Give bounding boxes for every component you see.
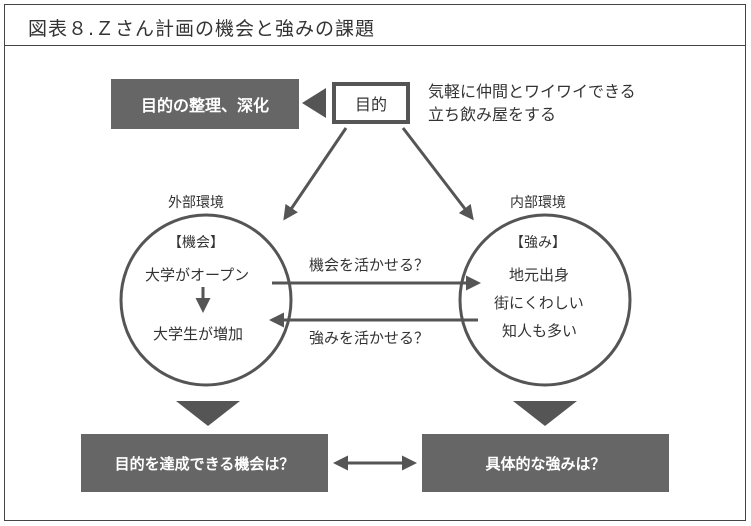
goal-description-line2: 立ち飲み屋をする <box>428 105 557 124</box>
internal-item-3: 知人も多い <box>502 322 578 340</box>
external-down-triangle <box>176 401 240 426</box>
internal-label: 内部環境 <box>510 195 566 211</box>
goal-to-internal-arrow <box>401 127 474 221</box>
internal-circle <box>458 213 632 387</box>
internal-heading: 【強み】 <box>510 235 566 251</box>
specific-strength-box: 具体的な強みは？ <box>422 434 669 492</box>
organize-goal-box: 目的の整理、深化 <box>111 79 299 129</box>
external-item-2: 大学生が増加 <box>153 325 244 343</box>
title-bar: 図表８.Ｚさん計画の機会と強みの課題 <box>4 4 746 46</box>
external-label: 外部環境 <box>168 195 224 211</box>
strength-question: 強みを活かせる？ <box>309 329 430 347</box>
achieve-goal-opportunity-box: 目的を達成できる機会は？ <box>81 434 328 492</box>
external-item-1: 大学がオープン <box>145 266 250 284</box>
opportunity-question: 機会を活かせる？ <box>309 256 430 274</box>
goal-description-line1: 気軽に仲間とワイワイできる <box>428 82 636 101</box>
goal-to-external-arrow <box>283 127 348 221</box>
internal-down-triangle <box>513 401 577 426</box>
goal-pointer-triangle <box>302 88 326 118</box>
internal-item-1: 地元出身 <box>509 266 570 284</box>
figure-title: 図表８.Ｚさん計画の機会と強みの課題 <box>28 18 376 40</box>
internal-item-2: 街にくわしい <box>494 294 584 312</box>
goal-box: 目的 <box>332 82 410 124</box>
external-heading: 【機会】 <box>168 235 224 251</box>
